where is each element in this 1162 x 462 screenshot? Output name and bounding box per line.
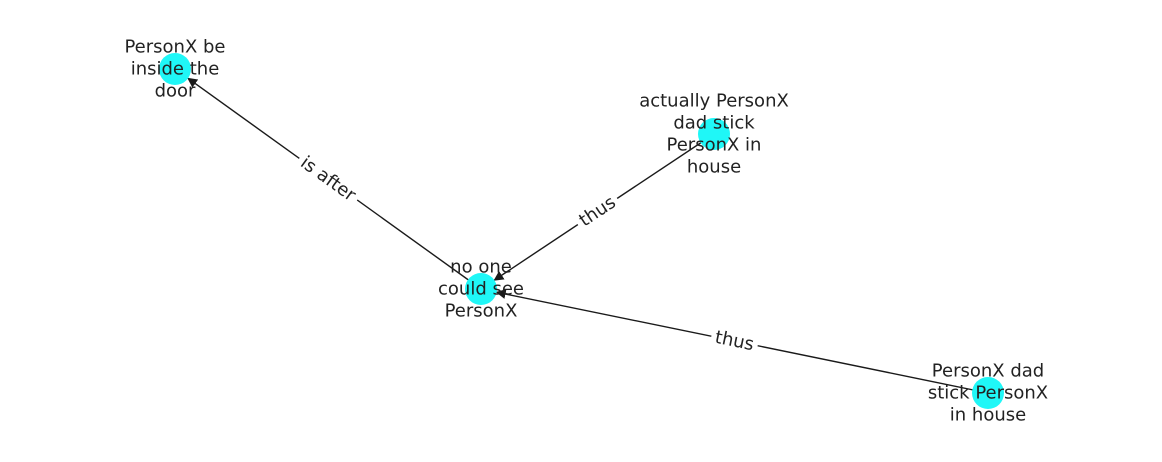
node-label-line: stick PersonX — [928, 383, 1048, 404]
edges-layer — [187, 77, 989, 394]
node-n3 — [465, 273, 497, 305]
edge-label-background — [708, 324, 761, 358]
node-label-line: PersonX be — [124, 37, 225, 58]
edge-label: is after — [296, 152, 360, 206]
node-n4 — [972, 377, 1004, 409]
edge-label-group: thus — [708, 324, 761, 358]
node-label-line: inside the — [131, 59, 220, 80]
edge-label-background — [570, 188, 625, 235]
node-label-line: actually PersonX — [639, 91, 789, 112]
node-label-line: could see — [438, 279, 524, 300]
nodes-layer — [159, 53, 1004, 409]
node-label-line: house — [687, 157, 741, 178]
node-label-line: PersonX — [445, 301, 518, 322]
edge-label: thus — [713, 327, 756, 355]
edge-label-group: thus — [570, 188, 625, 235]
node-label-line: dad stick — [673, 113, 755, 134]
node-label-line: PersonX in — [667, 135, 762, 156]
node-label-line: in house — [950, 405, 1026, 426]
node-label-line: door — [155, 81, 196, 102]
edge-label-group: is after — [292, 148, 365, 211]
node-label-line: PersonX dad — [932, 361, 1044, 382]
node-label-line: no one — [450, 257, 512, 278]
node-n1 — [159, 53, 191, 85]
node-n2 — [698, 118, 730, 150]
edge-label-background — [292, 148, 365, 211]
